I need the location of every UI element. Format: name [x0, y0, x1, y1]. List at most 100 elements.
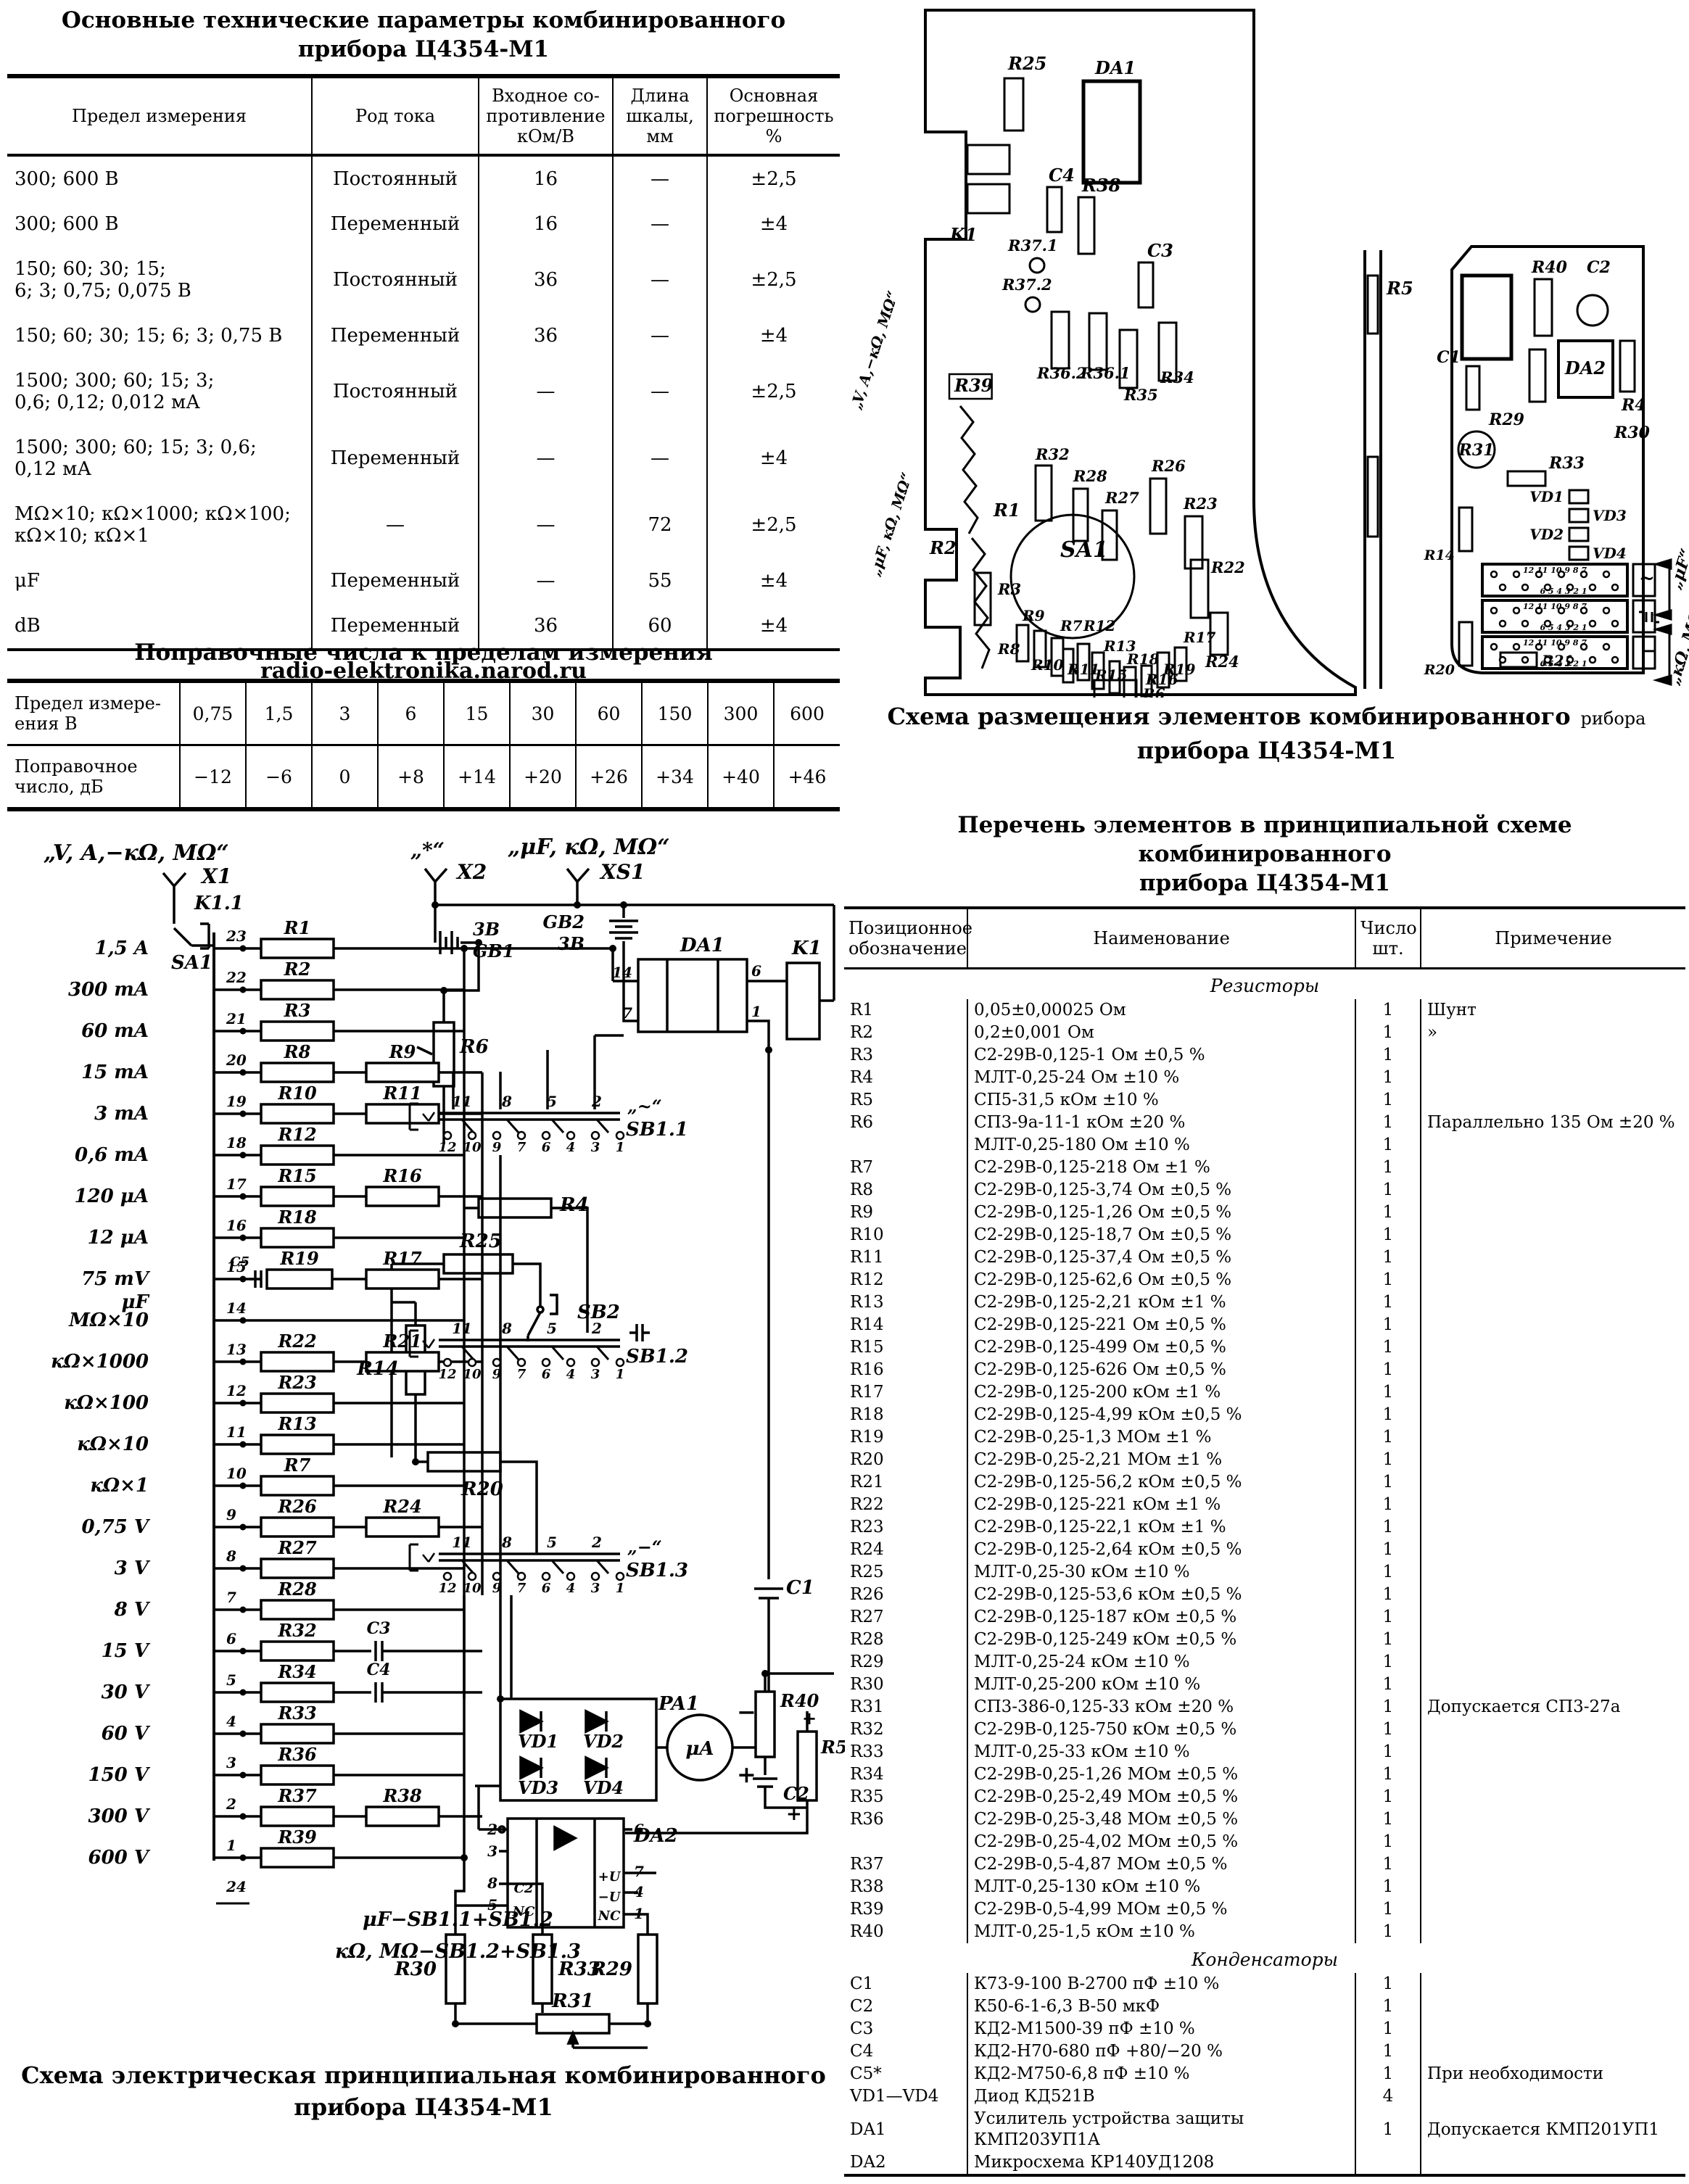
diagram-shape [265, 1268, 334, 1290]
table-cell: С2-29В-0,125-750 кОм ±0,5 % [967, 1718, 1355, 1741]
table-cell: 1 [1355, 1336, 1421, 1359]
diagram-shape [260, 1392, 335, 1414]
diagram-label: 20 [226, 1051, 247, 1069]
table-cell [1420, 1201, 1685, 1224]
table-cell: МЛТ-0,25-33 кОм ±10 % [967, 1741, 1355, 1763]
table-cell: Допускается КМП201УП1 [1420, 2108, 1685, 2151]
diagram-label: 21 [226, 1010, 247, 1027]
diagram-label: 23 [226, 927, 247, 945]
table-cell: R25 [850, 1563, 884, 1581]
diagram-shape [1498, 655, 1507, 664]
diagram-shape [239, 1069, 247, 1076]
diagram-label: −U [598, 1890, 621, 1905]
diagram-label: 9 [492, 1367, 502, 1382]
diagram-label: 6 5 4 3 2 1 [1540, 587, 1587, 596]
diagram-shape [590, 1571, 600, 1581]
diagram-label: 6 [542, 1581, 551, 1596]
diagram-label: DA2 [633, 1825, 678, 1847]
diagram-label: 4 [226, 1713, 236, 1730]
table-cell [1420, 1381, 1685, 1404]
table-cell: » [1420, 1022, 1685, 1044]
diagram-label: кΩ×100 [64, 1392, 149, 1414]
diagram-label: 3 [226, 1754, 236, 1771]
table-cell: Переменный [311, 313, 479, 358]
table-cell: 1 [1355, 1134, 1421, 1157]
diagram-shape [615, 1571, 625, 1581]
table-cell: 0,05±0,00025 Ом [967, 999, 1355, 1022]
diagram-label: C4 [367, 1660, 391, 1679]
diagram-label: 8 [501, 1093, 512, 1110]
table-cell: 1 [1355, 1157, 1421, 1179]
diagram-label: R22 [277, 1331, 316, 1352]
diagram-label: C3 [1147, 240, 1173, 261]
diagram-label: R14 [1424, 547, 1455, 563]
diagram-shape [1557, 642, 1566, 651]
diagram-label: „−“ [627, 1536, 662, 1558]
table-cell [1420, 1921, 1685, 1943]
diagram-label: SB1.2 [626, 1346, 688, 1368]
diagram-shape [239, 1606, 247, 1613]
table-cell [1420, 1898, 1685, 1921]
diagram-label: 6 5 4 3 2 1 [1540, 623, 1587, 632]
diagram-shape [239, 1317, 247, 1324]
diagram-label: 4 [566, 1367, 576, 1382]
table-cell [1420, 1269, 1685, 1291]
table-cell [1355, 2151, 1421, 2175]
diagram-label: R36.2 [1036, 364, 1087, 382]
table-cell: R22 [850, 1495, 884, 1514]
diagram-shape [365, 1516, 440, 1538]
table-cell: 3 [311, 681, 378, 746]
table-cell: С2-29В-0,25-1,3 МОм ±1 % [967, 1426, 1355, 1449]
diagram-label: R26 [1151, 457, 1186, 475]
table-cell: 0,2±0,001 Ом [967, 1022, 1355, 1044]
diagram-shape [1543, 619, 1552, 628]
table-cell [1420, 1674, 1685, 1696]
diagram-label: R3 [284, 1000, 311, 1021]
table-cell: МЛТ-0,25-24 кОм ±10 % [967, 1651, 1355, 1674]
table-cell: +40 [707, 745, 774, 809]
switch-bank [1481, 635, 1629, 670]
diagram-label: 12 [438, 1581, 456, 1596]
table-cell: ±4 [706, 202, 840, 247]
diagram-label: кΩ×1000 [51, 1351, 149, 1373]
diagram-label: R6 [459, 1036, 489, 1058]
diagram-shape [239, 1027, 247, 1035]
table-cell [1420, 1763, 1685, 1786]
table-cell: C4 [850, 2042, 874, 2061]
table-cell: R6 [850, 1113, 873, 1132]
diagram-shape [427, 1552, 436, 1563]
diagram-label: 12 11 10 9 8 7 [1523, 638, 1587, 648]
diagram-shape [260, 1516, 335, 1538]
table-cell: 72 [612, 492, 707, 558]
diagram-label: R32 [277, 1620, 316, 1641]
table-cell: 1 [1355, 1561, 1421, 1584]
diagram-label: 10 [463, 1581, 482, 1596]
diagram-label: R35 [1123, 386, 1158, 404]
table-cell: R14 [850, 1315, 884, 1334]
specs-section: Основные технические параметры комбиниро… [7, 6, 840, 684]
diagram-label: 16 [226, 1217, 247, 1234]
diagram-label: VD3 [1593, 507, 1627, 524]
table-row: 1500; 300; 60; 15; 3; 0,6; 0,12; 0,012 м… [7, 358, 840, 425]
diagram-shape [239, 1854, 247, 1861]
table-cell: ±4 [706, 425, 840, 492]
table-cell: R7 [850, 1158, 873, 1177]
specs-header-cell: Род тока [311, 76, 479, 157]
diagram-label: 3 [591, 1581, 600, 1596]
table-cell: R10 [850, 1225, 884, 1244]
diagram-label: R19 [279, 1248, 319, 1269]
diagram-label: R14 [356, 1358, 399, 1380]
diagram-shape [1579, 642, 1588, 651]
diagram-shape [442, 1357, 453, 1368]
table-cell: 1 [1355, 1651, 1421, 1674]
table-cell [844, 1831, 967, 1853]
table-cell: С2-29В-0,125-53,6 кОм ±0,5 % [967, 1584, 1355, 1606]
diagram-label: R24 [382, 1496, 421, 1517]
diagram-shape [1535, 570, 1543, 579]
table-cell: СП3-9а-11-1 кОм ±20 % [967, 1112, 1355, 1134]
